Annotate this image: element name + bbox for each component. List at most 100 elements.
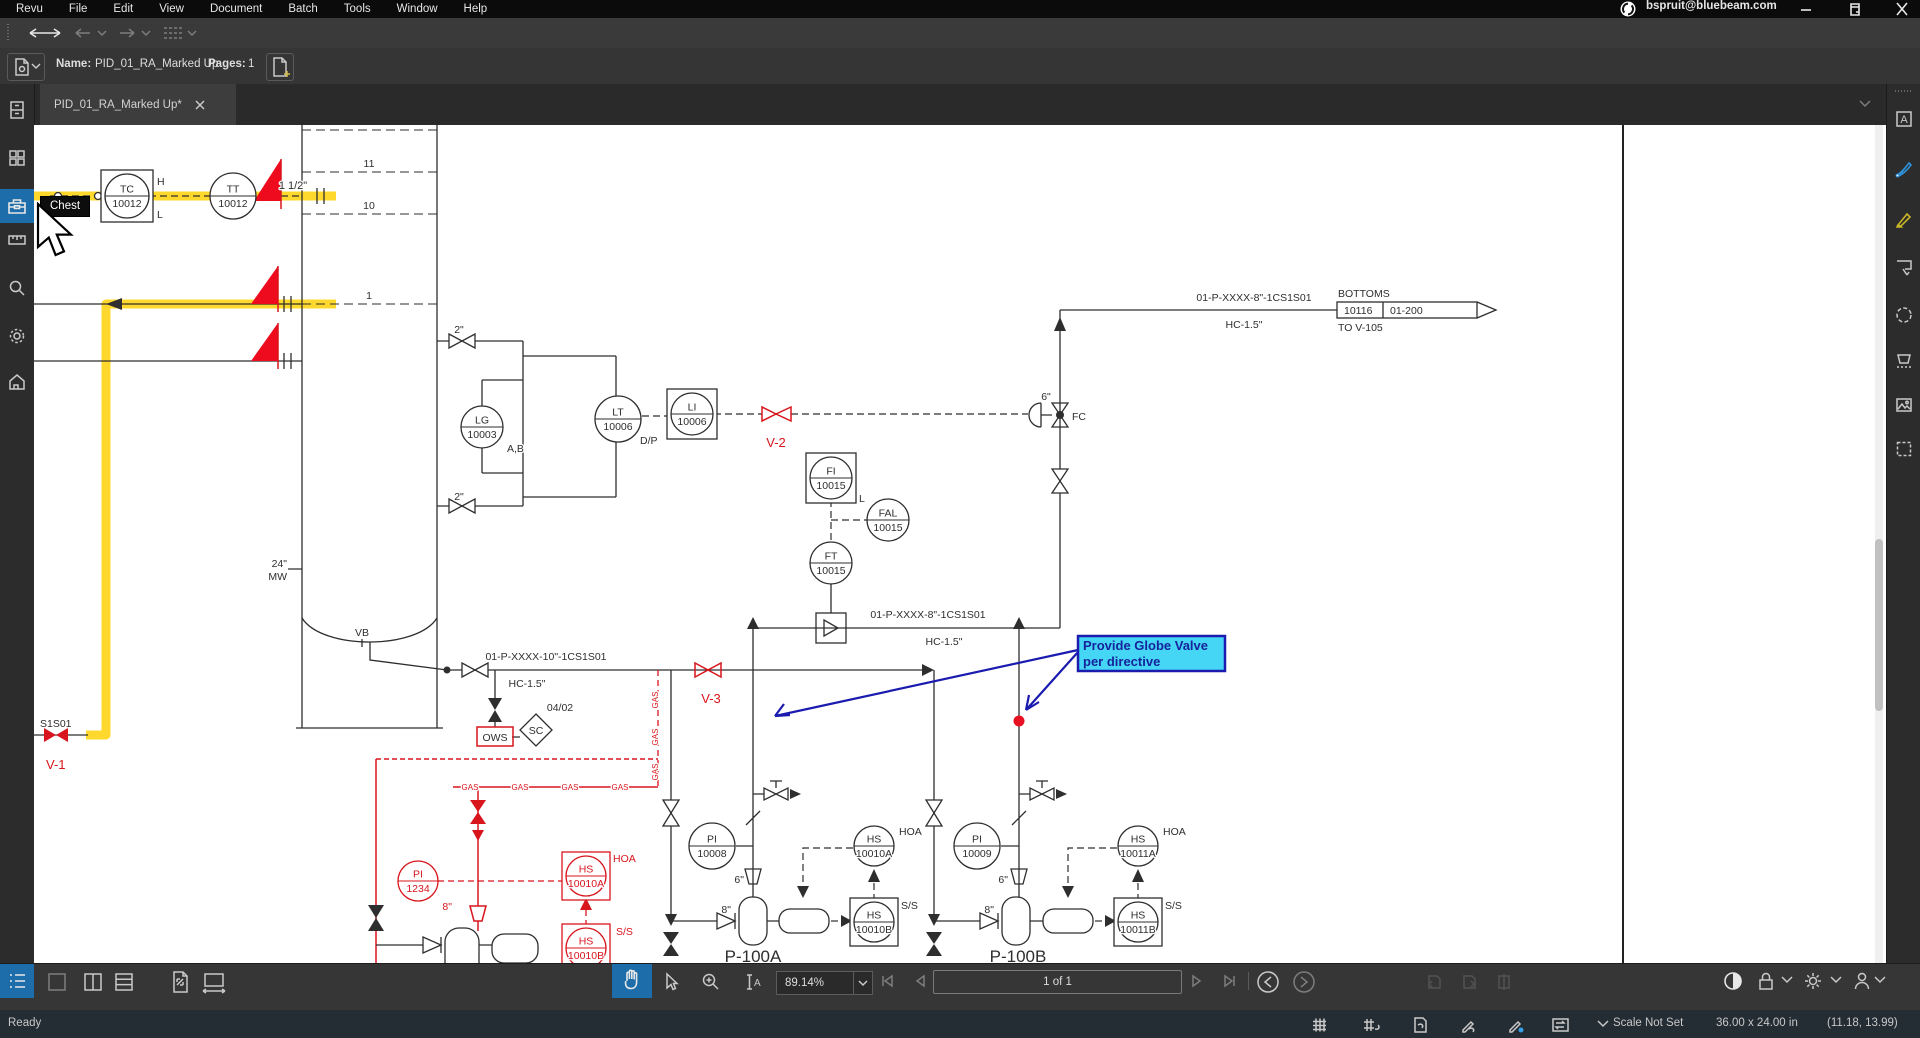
undo-button[interactable] (72, 26, 112, 40)
search-panel-button[interactable] (0, 271, 34, 305)
pan-arrows-icon[interactable] (22, 26, 68, 40)
menu-item-file[interactable]: File (68, 3, 88, 15)
split-horizontal-button[interactable] (113, 972, 135, 992)
zoom-tool-button[interactable] (700, 972, 722, 992)
zoom-level-select[interactable]: 89.14% (776, 971, 873, 995)
snap-icon[interactable] (1362, 1016, 1382, 1034)
toolbar-drag-handle[interactable] (6, 24, 10, 42)
quick-toolbar (0, 18, 1920, 49)
highlighter-tool-button[interactable] (1887, 202, 1920, 236)
minimize-button[interactable] (1798, 2, 1814, 16)
brightness-chevron-icon[interactable] (1830, 976, 1842, 985)
menu-item-tools[interactable]: Tools (343, 3, 371, 15)
markup-text[interactable]: V-1 (45, 756, 67, 774)
drawing-label: OWS (482, 732, 507, 744)
rotate-right-button-disabled[interactable] (1459, 973, 1479, 991)
lock-icon[interactable] (1757, 970, 1775, 992)
menu-item-help[interactable]: Help (463, 3, 488, 15)
menu-item-view[interactable]: View (159, 3, 184, 15)
measurements-panel-button[interactable] (0, 223, 34, 257)
callout-markup[interactable]: Provide Globe Valve per directive (774, 634, 1227, 727)
markup-text[interactable]: V-3 (700, 690, 722, 708)
menu-item-edit[interactable]: Edit (113, 3, 134, 15)
drawing-label: L (157, 209, 163, 221)
markup-text[interactable]: V-2 (765, 434, 787, 452)
highlight-markup-lines[interactable] (34, 191, 336, 740)
dock-drag-handle[interactable] (1895, 89, 1913, 93)
vertical-scrollbar-thumb[interactable] (1875, 539, 1883, 711)
tab-list-chevron-icon[interactable] (1858, 99, 1872, 109)
callout-tool-button[interactable] (1887, 250, 1920, 284)
text-box-tool-button[interactable]: A (1887, 102, 1920, 136)
zoom-select-chevron-icon[interactable] (853, 972, 872, 994)
insert-page-button[interactable] (266, 53, 294, 81)
menu-item-window[interactable]: Window (396, 3, 438, 15)
pen-tool-button[interactable] (1887, 152, 1920, 186)
menu-item-revu[interactable]: Revu (16, 3, 43, 15)
instrument-number: 10015 (816, 480, 845, 492)
page-number-box[interactable]: 1 of 1 (933, 970, 1182, 994)
studio-panel-button[interactable] (0, 365, 34, 399)
stamp-tool-button[interactable] (1887, 344, 1920, 378)
split-vertical-button[interactable] (82, 972, 104, 992)
image-tool-button[interactable] (1887, 388, 1920, 422)
select-tool-button[interactable] (662, 972, 682, 992)
scale-chevron-icon[interactable] (1597, 1020, 1609, 1029)
tab-close-icon[interactable] (194, 99, 206, 111)
restore-button[interactable] (1846, 2, 1862, 16)
redo-button[interactable] (116, 26, 156, 40)
tool-chest-panel-button[interactable] (0, 189, 34, 223)
instrument-number: 10008 (697, 848, 726, 860)
last-page-button[interactable] (1221, 974, 1239, 988)
single-pane-button[interactable] (46, 972, 68, 992)
edit-markup-icon[interactable] (1460, 1016, 1478, 1034)
document-menu-dropdown[interactable] (7, 53, 45, 81)
profile-chevron-icon[interactable] (1874, 976, 1886, 985)
flag-markups[interactable] (44, 159, 282, 742)
fit-width-button[interactable] (201, 970, 227, 994)
markup-list-button[interactable] (0, 964, 34, 998)
compare-swap-icon[interactable] (1551, 1016, 1571, 1034)
profile-icon[interactable] (1852, 970, 1872, 992)
drawing-label: L (859, 493, 865, 505)
tab-pid-01-ra-marked-up[interactable]: PID_01_RA_Marked Up* (40, 84, 236, 125)
previous-page-button[interactable] (912, 974, 928, 988)
snapshot-tool-button[interactable] (1887, 432, 1920, 466)
next-view-button[interactable] (1292, 970, 1316, 994)
grid-icon[interactable] (1311, 1016, 1329, 1034)
brightness-icon[interactable] (1803, 971, 1823, 991)
cloud-tool-button[interactable] (1887, 298, 1920, 332)
lock-chevron-icon[interactable] (1781, 976, 1793, 985)
svg-text:A: A (754, 978, 761, 989)
rotate-left-button-disabled[interactable] (1424, 973, 1444, 991)
right-tool-dock: A (1886, 84, 1920, 963)
pen-sync-icon[interactable] (1507, 1016, 1525, 1034)
flip-page-button-disabled[interactable] (1494, 973, 1514, 991)
doc-name-label: Name: (56, 58, 92, 70)
select-text-tool-button[interactable]: A (742, 972, 764, 992)
pan-tool-button[interactable] (612, 964, 652, 998)
thumbnails-panel-button[interactable] (0, 141, 34, 175)
first-page-button[interactable] (878, 974, 896, 988)
close-button[interactable] (1894, 2, 1910, 16)
reuse-markup-icon[interactable] (1412, 1016, 1430, 1034)
next-page-button[interactable] (1188, 974, 1204, 988)
properties-panel-button[interactable] (0, 319, 34, 353)
dark-mode-toggle[interactable] (1723, 971, 1743, 991)
menu-item-document[interactable]: Document (209, 3, 263, 15)
fit-page-button[interactable] (168, 970, 192, 994)
red-markup-piping[interactable] (368, 405, 792, 979)
menu-item-batch[interactable]: Batch (288, 3, 318, 15)
scale-status[interactable]: Scale Not Set (1613, 1017, 1684, 1029)
file-access-panel-button[interactable] (0, 93, 34, 127)
account-email[interactable]: bspruit@bluebeam.com (1646, 0, 1777, 12)
previous-view-button[interactable] (1256, 970, 1280, 994)
recent-tools-dropdown[interactable] (160, 24, 204, 42)
instrument-tag: HS (1131, 834, 1146, 846)
